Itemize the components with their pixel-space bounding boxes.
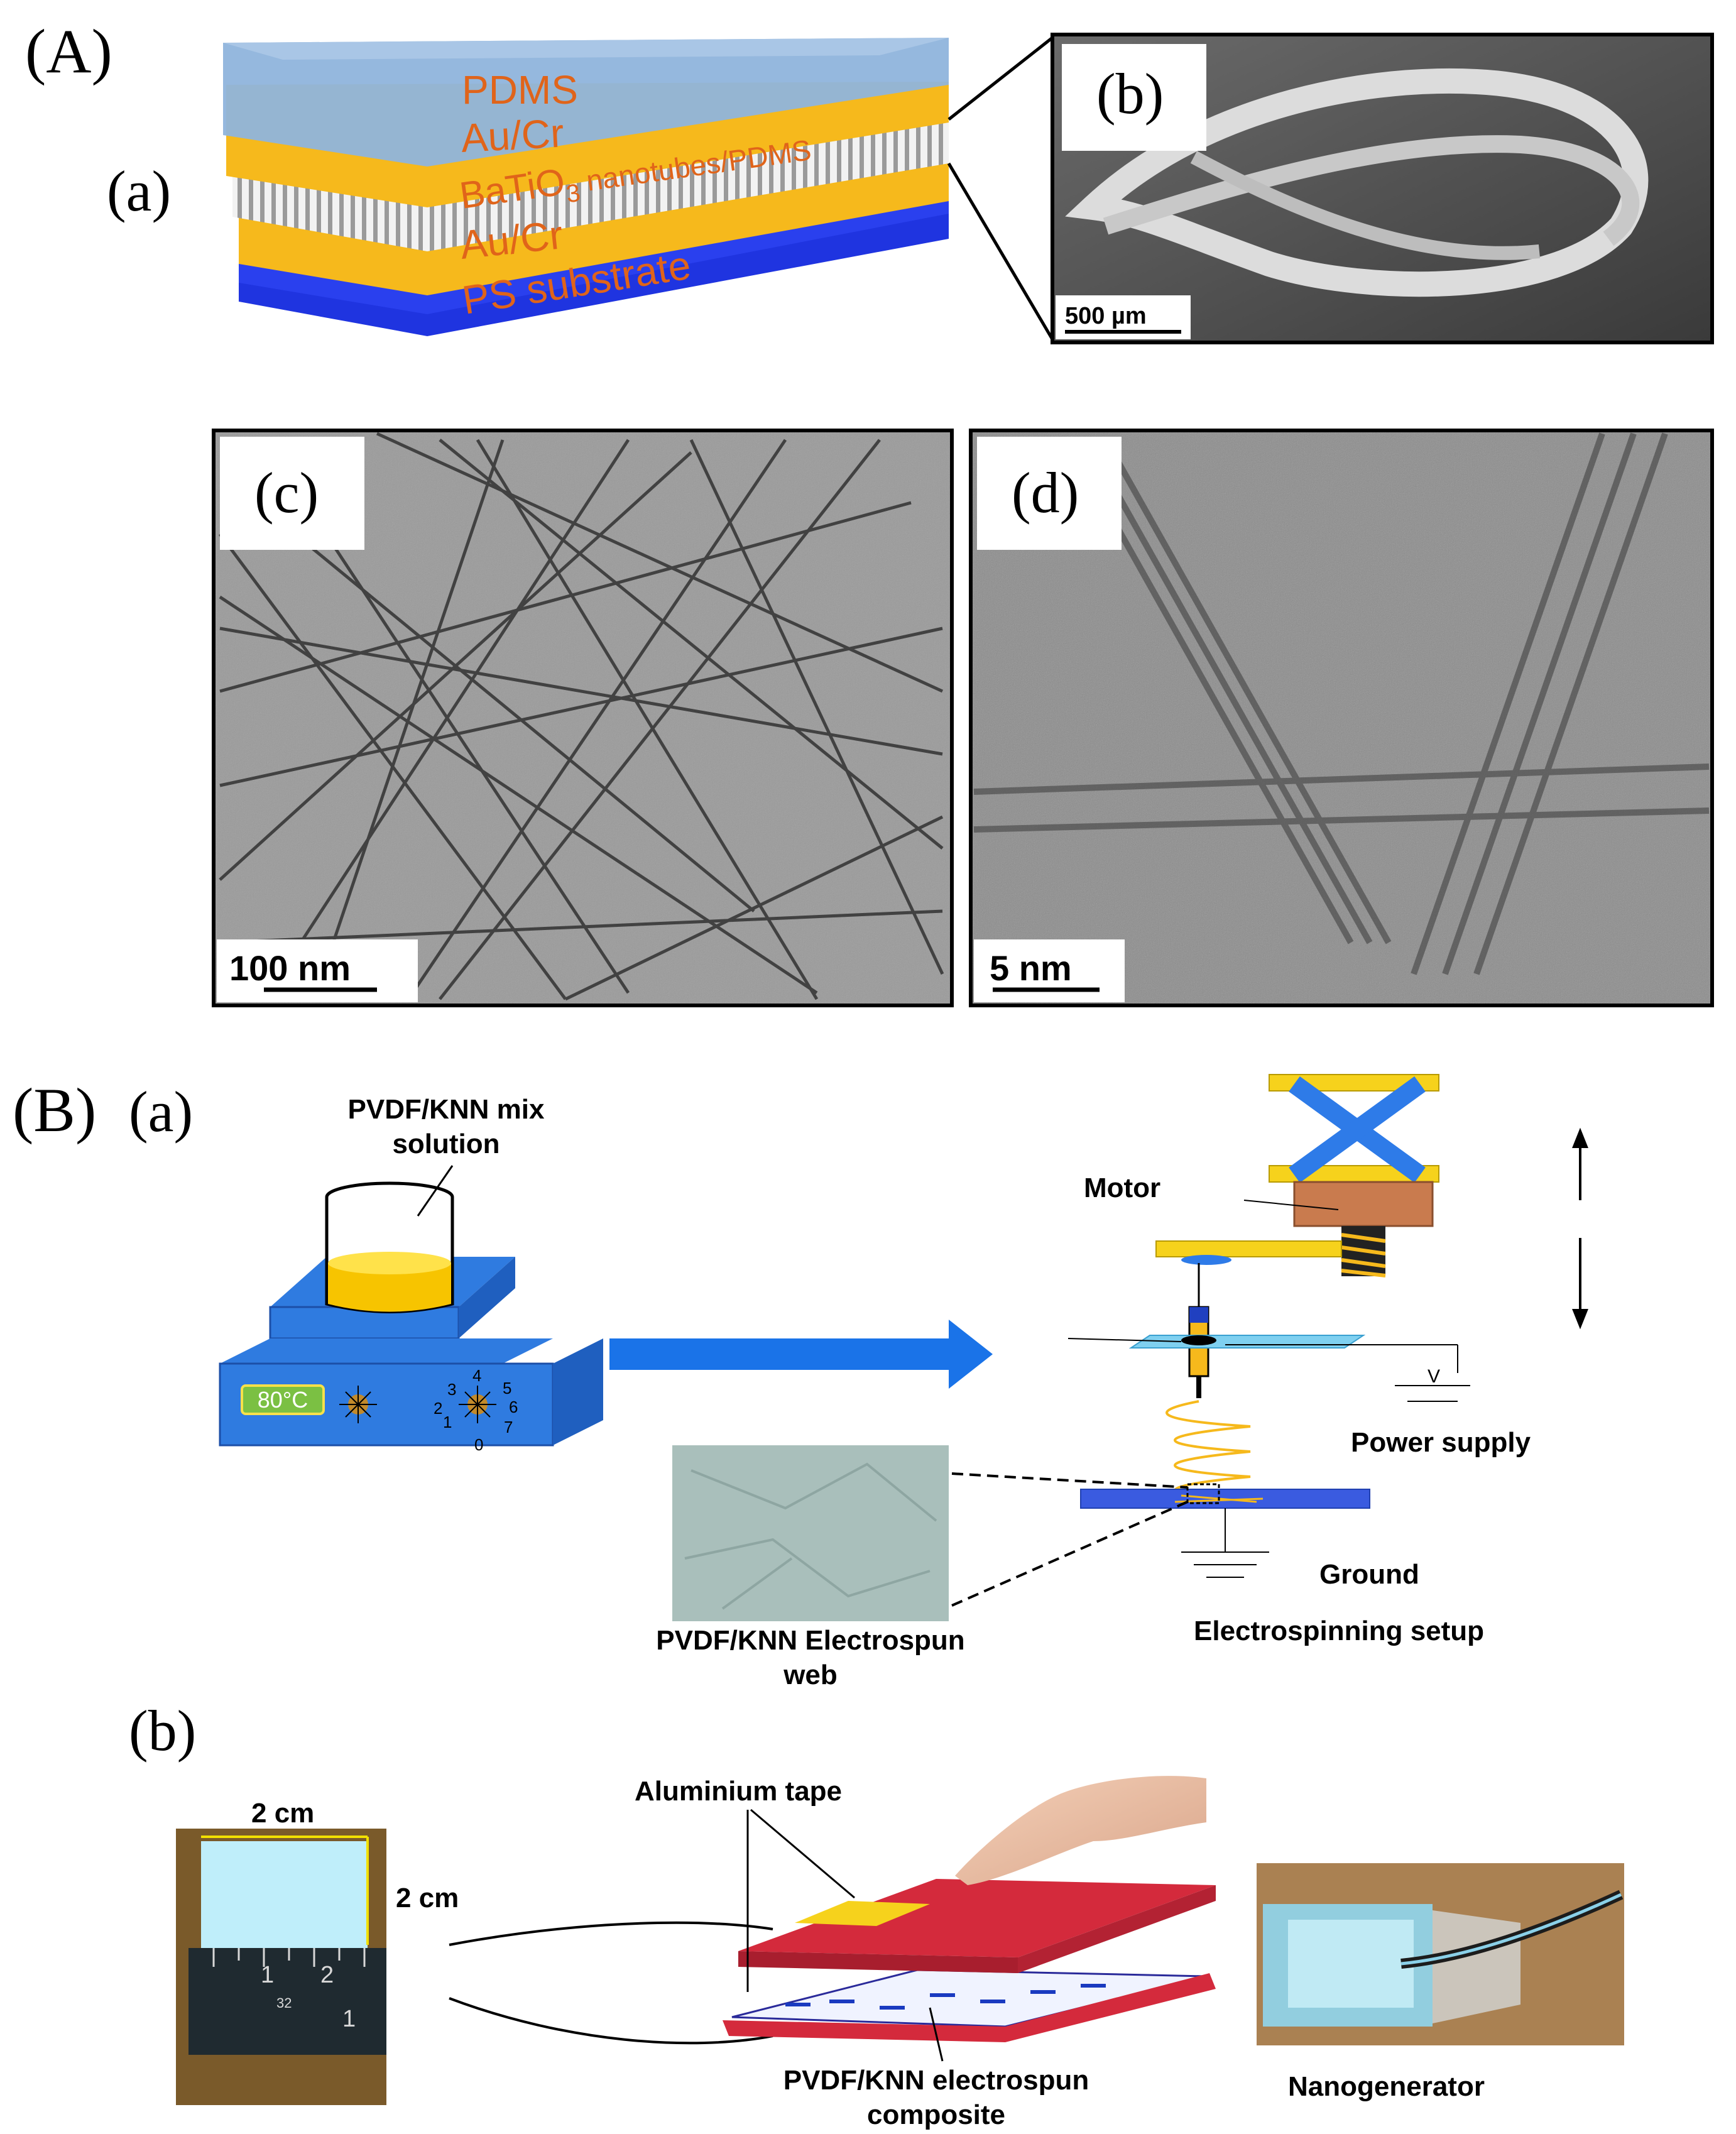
composite-pointer bbox=[929, 2007, 944, 2062]
panel-a-label: (A) bbox=[25, 16, 112, 86]
temperature-knob-rays-icon bbox=[339, 1386, 377, 1423]
temperature-display bbox=[241, 1384, 325, 1415]
sub-d-label-box bbox=[977, 437, 1122, 550]
electrospinning-setup-label: Electrospinning setup bbox=[1194, 1616, 1484, 1646]
height-label: 2 cm bbox=[396, 1883, 459, 1913]
process-arrow-icon bbox=[609, 1320, 993, 1389]
connector-curve-top bbox=[449, 1921, 773, 1946]
dial-number: 2 bbox=[434, 1399, 442, 1418]
connector-curve-bottom bbox=[449, 1997, 773, 2045]
dial-number: 7 bbox=[504, 1418, 513, 1436]
sample-photo bbox=[176, 1829, 386, 2105]
panel-b-label: (B) bbox=[13, 1075, 96, 1145]
solution-pointer bbox=[417, 1165, 454, 1217]
dial-number: 1 bbox=[443, 1413, 452, 1431]
ground-label: Ground bbox=[1319, 1559, 1419, 1590]
nanogenerator-device-diagram bbox=[723, 1879, 1216, 2042]
voltage-label: V bbox=[1428, 1366, 1440, 1387]
hrtem-image-d bbox=[969, 429, 1714, 1007]
composite-label-line2: composite bbox=[867, 2099, 1005, 2130]
nanogenerator-label: Nanogenerator bbox=[1288, 2071, 1485, 2102]
power-supply-label: Power supply bbox=[1351, 1427, 1531, 1458]
web-zoom-line-top bbox=[951, 1472, 1188, 1489]
ruler-mark: 1 bbox=[342, 2006, 356, 2032]
ruler-mark: 2 bbox=[320, 1962, 334, 1988]
layer-stack-diagram bbox=[223, 38, 949, 336]
panel-a-sub-d-label: (d) bbox=[1012, 461, 1079, 525]
width-label: 2 cm bbox=[251, 1798, 314, 1829]
dial-number: 4 bbox=[472, 1366, 481, 1385]
zoom-line-bottom bbox=[947, 162, 1054, 341]
beaker bbox=[325, 1181, 454, 1313]
dial-number: 6 bbox=[509, 1398, 518, 1416]
electrospun-web-photo bbox=[672, 1445, 949, 1621]
panel-b-sub-b-label: (b) bbox=[129, 1699, 196, 1763]
electrospinning-apparatus bbox=[1067, 1074, 1470, 1578]
pdms-layer bbox=[223, 38, 949, 167]
dial-number: 5 bbox=[503, 1379, 511, 1398]
temperature-text: 80°C bbox=[258, 1387, 308, 1413]
zoom-line-top bbox=[947, 36, 1054, 121]
web-label-line2: web bbox=[783, 1660, 838, 1690]
composite-label-line1: PVDF/KNN electrospun bbox=[783, 2065, 1089, 2096]
motor-pointer bbox=[1243, 1200, 1339, 1210]
scalebar-d-text: 5 nm bbox=[990, 948, 1072, 988]
label-au-cr-top: Au/Cr bbox=[460, 111, 565, 161]
finger-icon bbox=[955, 1776, 1206, 1885]
web-label-line1: PVDF/KNN Electrospun bbox=[656, 1625, 964, 1656]
solution-label-line2: solution bbox=[392, 1129, 500, 1159]
sub-c-label-box bbox=[220, 437, 364, 550]
dial-numbers: 4 5 3 6 2 1 7 0 bbox=[434, 1366, 518, 1454]
label-au-cr-bottom: Au/Cr bbox=[458, 212, 565, 268]
dial-number: 3 bbox=[447, 1380, 456, 1399]
vertical-motion-arrow-icon bbox=[1572, 1127, 1588, 1330]
panel-b-sub-a-label: (a) bbox=[129, 1080, 193, 1144]
scalebar-c-text: 100 nm bbox=[229, 948, 351, 988]
ruler-mark: 1 bbox=[261, 1962, 274, 1988]
panel-a-sub-c-label: (c) bbox=[254, 461, 319, 525]
dial-number: 0 bbox=[474, 1435, 483, 1454]
web-zoom-line-bottom bbox=[951, 1501, 1188, 1607]
panel-a-sub-b-label: (b) bbox=[1096, 62, 1164, 126]
sub-b-label-box bbox=[1062, 44, 1206, 151]
ruler-mark: 32 bbox=[276, 1995, 292, 2011]
speed-knob-rays-icon bbox=[459, 1386, 496, 1423]
aluminium-tape-label: Aluminium tape bbox=[635, 1776, 842, 1807]
nanogenerator-photo bbox=[1257, 1863, 1624, 2045]
panel-a-sub-a-label: (a) bbox=[107, 159, 171, 223]
solution-label-line1: PVDF/KNN mix bbox=[348, 1094, 545, 1125]
scalebar-b-text: 500 µm bbox=[1065, 303, 1147, 329]
tape-pointer-2 bbox=[750, 1808, 855, 1899]
label-pdms: PDMS bbox=[462, 67, 578, 112]
motor-label: Motor bbox=[1084, 1173, 1160, 1203]
